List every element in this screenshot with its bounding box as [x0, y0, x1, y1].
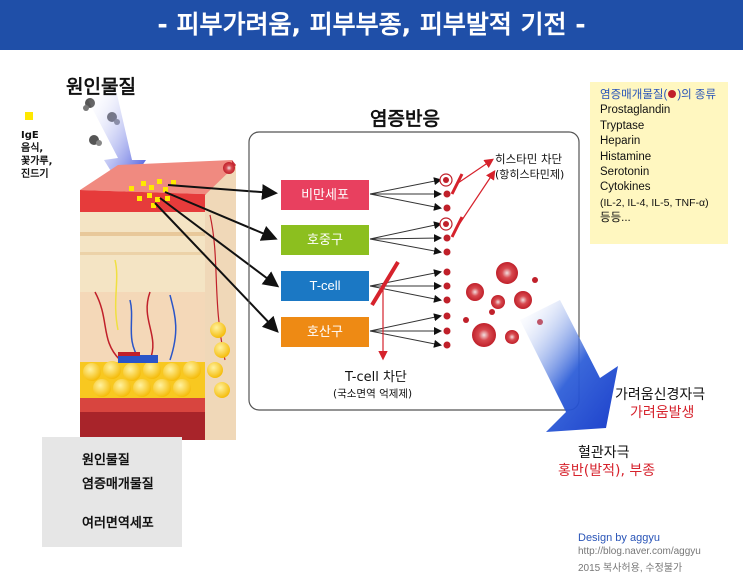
histamine-block-label: 히스타민 차단	[495, 152, 563, 166]
outcome-vessel-result: 홍반(발적), 부종	[558, 463, 656, 479]
mediator-types-title: 염증매개물질()의 종류	[600, 89, 717, 101]
cell-neutrophil: 호중구	[281, 225, 369, 255]
activation-arrows	[154, 184, 280, 333]
mediator-icon	[668, 90, 677, 98]
mediator-item: 등등...	[600, 212, 631, 225]
page-title: - 피부가려움, 피부부종, 피부발적 기전 -	[0, 0, 743, 50]
credit-design: Design by aggyu	[578, 532, 660, 544]
mediator-dots	[443, 190, 451, 349]
mediator-item: (IL-2, IL-4, IL-5, TNF-α)	[600, 196, 709, 209]
histamine-block-lines	[450, 173, 464, 238]
reaction-panel	[248, 131, 580, 411]
mediator-item: Tryptase	[600, 119, 645, 132]
legend-mediator: 염증매개물질	[82, 477, 154, 492]
reaction-title: 염증반응	[370, 108, 440, 130]
allergen-squares	[129, 179, 176, 208]
outcome-itch: 가려움신경자극	[615, 387, 706, 403]
mediator-item: Cytokines	[600, 181, 651, 194]
release-arrows	[369, 177, 442, 348]
mediator-item: Histamine	[600, 150, 652, 163]
tcell-block-label: T-cell 차단	[345, 370, 407, 385]
skin-cross-section	[80, 160, 236, 440]
allergen-types: IgE 음식, 꽃가루, 진드기	[21, 129, 52, 181]
mediator-item: Prostaglandin	[600, 104, 671, 117]
legend: 원인물질 염증매개물질 여러면역세포	[42, 437, 182, 547]
allergen-type: 진드기	[21, 169, 49, 180]
legend-immune-cells: 여러면역세포	[82, 516, 154, 531]
credit-url: http://blog.naver.com/aggyu	[578, 546, 701, 557]
cell-mast: 비만세포	[281, 180, 369, 210]
allergen-type: 음식,	[21, 143, 44, 154]
cell-eosinophil: 호산구	[281, 317, 369, 347]
outcome-vessel: 혈관자극	[578, 445, 630, 461]
outcome-arrow	[520, 300, 618, 432]
allergen-type: IgE	[21, 130, 39, 141]
legend-allergen: 원인물질	[82, 453, 130, 468]
mediator-types-box: 염증매개물질()의 종류 Prostaglandin Tryptase Hepa…	[590, 82, 728, 244]
allergen-type: 꽃가루,	[21, 156, 53, 167]
allergen-label: 원인물질	[66, 76, 136, 98]
histamine-block-sublabel: (항히스타민제)	[495, 168, 565, 181]
credit-copyright: 2015 복사허용, 수정불가	[578, 563, 683, 574]
cell-tcell: T-cell	[281, 271, 369, 301]
mediator-item: Serotonin	[600, 166, 650, 179]
mediator-item: Heparin	[600, 135, 641, 148]
outcome-itch-result: 가려움발생	[630, 405, 695, 421]
tcell-block-line	[370, 260, 400, 307]
tcell-block-sublabel: (국소면역 억제제)	[333, 388, 413, 400]
